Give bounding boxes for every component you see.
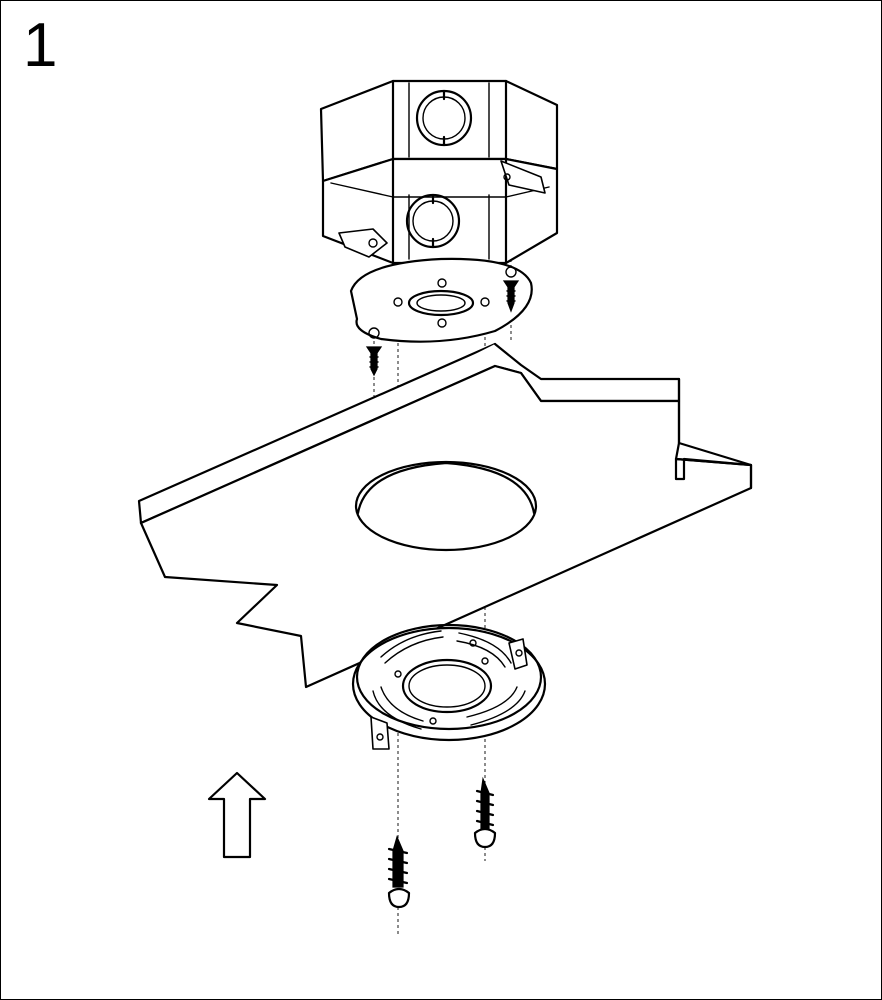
knockout-icon <box>405 193 461 249</box>
junction-box <box>319 79 559 265</box>
screw-icon <box>502 280 520 313</box>
screw-icon <box>473 776 497 849</box>
knockout-icon <box>415 89 473 147</box>
ceiling-hole <box>354 460 538 552</box>
arrow-up-icon <box>207 771 267 859</box>
mounting-bracket <box>351 623 547 750</box>
mounting-plate <box>349 257 533 343</box>
step-number: 1 <box>23 11 58 80</box>
ceiling-panel <box>137 342 753 689</box>
screw-icon <box>365 346 383 377</box>
screw-icon <box>387 835 411 909</box>
